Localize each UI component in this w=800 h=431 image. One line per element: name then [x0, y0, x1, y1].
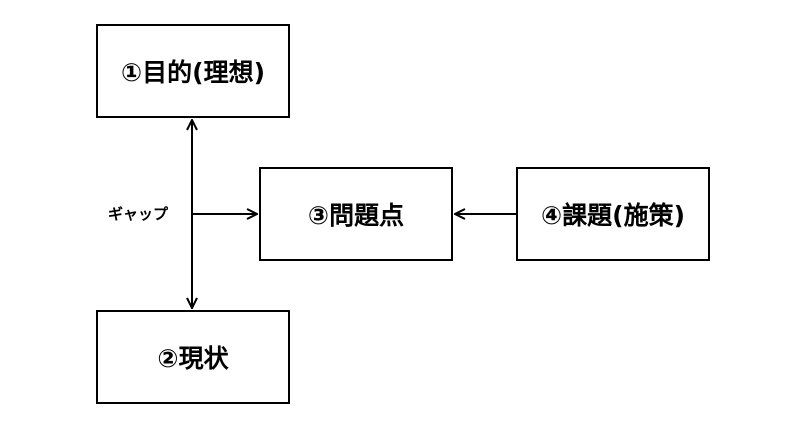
- goal-label: ①目的(理想): [120, 58, 266, 87]
- gap-label: ギャップ: [108, 205, 169, 223]
- issue-label: ④課題(施策): [540, 201, 686, 230]
- issue-box: ④課題(施策): [516, 167, 710, 261]
- current-state-box: ②現状: [96, 310, 290, 404]
- problem-box: ③問題点: [259, 167, 453, 261]
- goal-box: ①目的(理想): [96, 24, 290, 118]
- current-state-label: ②現状: [157, 344, 229, 373]
- problem-label: ③問題点: [307, 201, 405, 230]
